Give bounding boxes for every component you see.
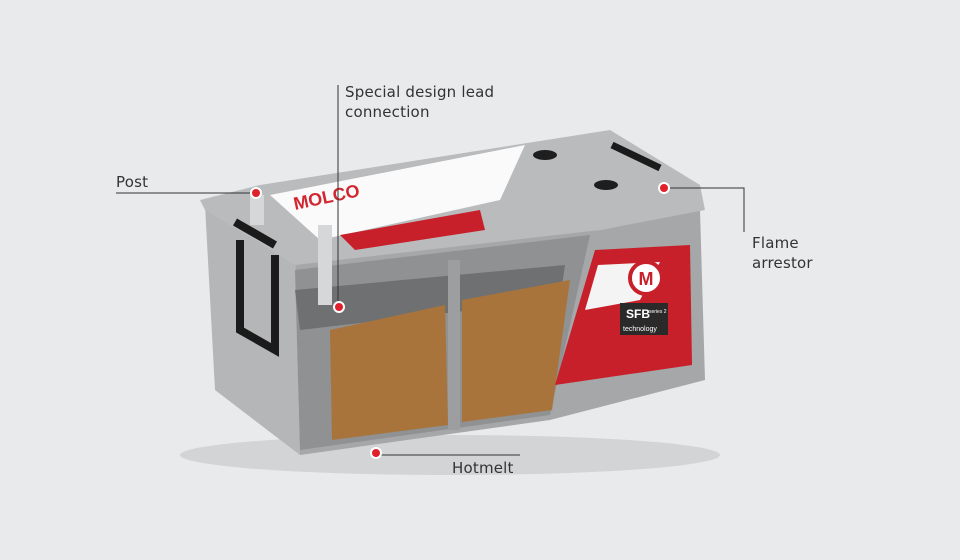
callout-flame-arrestor: Flame arrestor	[752, 233, 813, 273]
callout-lines	[116, 85, 745, 456]
lead-connection-line1: Special design lead	[345, 83, 495, 101]
top-label-white	[270, 145, 525, 240]
sfb-badge	[620, 303, 668, 335]
vent-cap-1	[533, 150, 557, 160]
lead-connection-dot	[333, 301, 345, 313]
callout-lead-connection: Special design lead connection	[345, 82, 494, 122]
flame-arrestor-line1: Flame	[752, 234, 799, 252]
sfb-badge-subtitle: technology	[623, 326, 657, 333]
cell-divider	[448, 260, 460, 430]
callout-hotmelt: Hotmelt	[452, 459, 514, 477]
left-handle	[233, 218, 279, 357]
callout-post: Post	[116, 173, 149, 191]
lead-connection-line2: connection	[345, 103, 430, 121]
callout-dots	[250, 182, 670, 459]
brand-emblem-letter: M	[639, 269, 654, 289]
vent-cap-2	[594, 180, 618, 190]
right-handle	[610, 141, 662, 172]
brand-emblem	[628, 260, 664, 296]
terminal-post-1	[250, 195, 264, 225]
hotmelt-dot	[370, 447, 382, 459]
sfb-badge-series: series 2	[649, 309, 667, 315]
lead-plate-2	[462, 280, 570, 422]
flame-arrestor-dot	[658, 182, 670, 194]
flame-arrestor-line2: arrestor	[752, 254, 813, 272]
terminal-post-2	[318, 225, 332, 305]
cell-grid	[295, 265, 565, 330]
post-dot	[250, 187, 262, 199]
sfb-badge-title: SFB	[626, 307, 650, 321]
lead-plate-1	[330, 305, 448, 440]
top-label-red	[340, 210, 485, 250]
